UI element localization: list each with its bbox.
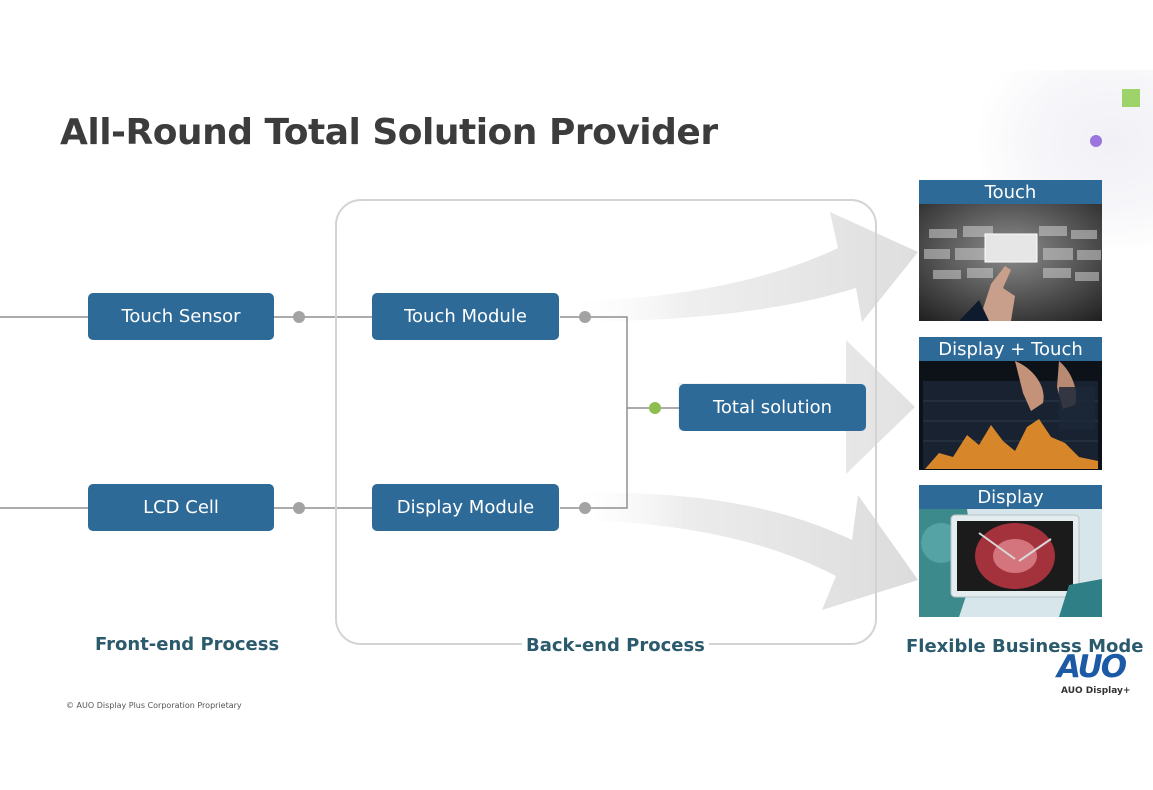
display-panel-label: Display [919,485,1102,509]
connector-node [293,502,305,514]
arrow-to-display [560,492,918,610]
purple-dot-decoration [1090,135,1102,147]
display-touch-panel-label: Display + Touch [919,337,1102,361]
auo-logo: AUO [1057,649,1127,685]
display-touch-photo [919,361,1102,470]
junction-node [649,402,661,414]
display-photo [919,509,1102,617]
total-solution-box: Total solution [679,384,866,431]
green-square-decoration [1122,89,1140,107]
flexible-business-caption: Flexible Business Mode [906,636,1144,657]
display-module-box: Display Module [372,484,559,531]
touch-panel-label: Touch [919,180,1102,204]
touch-sensor-box: Touch Sensor [88,293,274,340]
back-end-caption: Back-end Process [522,635,709,656]
arrow-to-touch [560,212,918,322]
auo-logo-subtitle: AUO Display+ [1061,686,1131,696]
copyright-footer: © AUO Display Plus Corporation Proprieta… [66,701,242,710]
connector-node [293,311,305,323]
connector-node [579,502,591,514]
page-title: All-Round Total Solution Provider [60,112,718,153]
connector-node [579,311,591,323]
front-end-caption: Front-end Process [95,634,280,655]
touch-module-box: Touch Module [372,293,559,340]
lcd-cell-box: LCD Cell [88,484,274,531]
touch-photo [919,204,1102,321]
